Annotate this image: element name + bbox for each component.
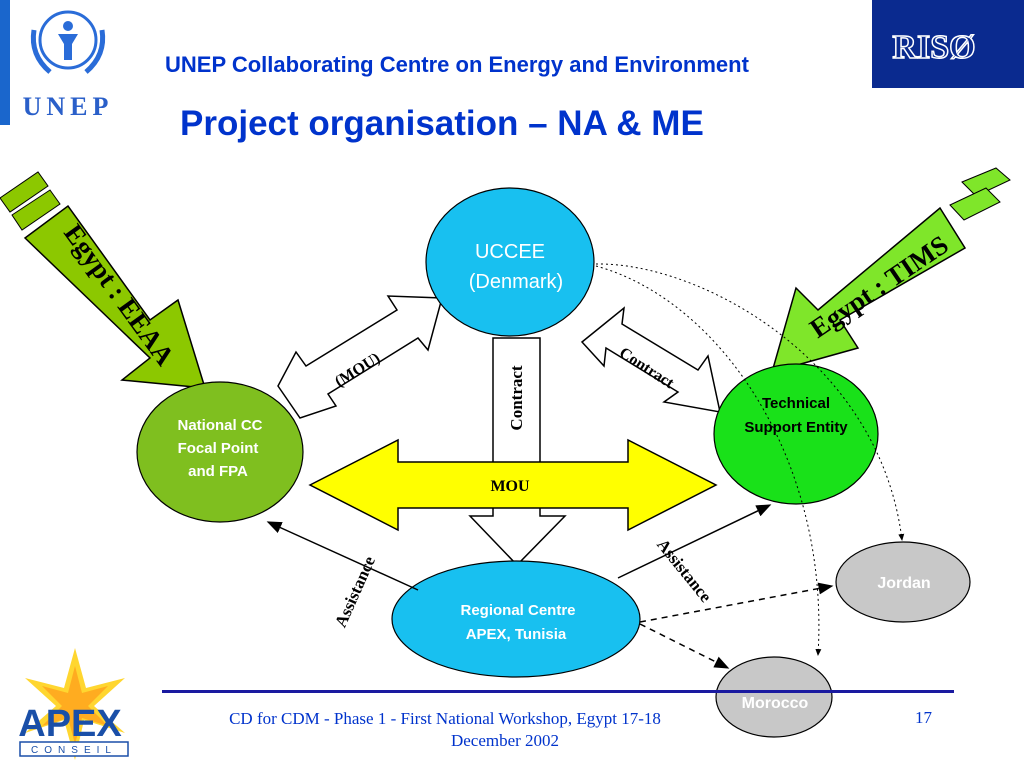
contract-down-arrow: Contract <box>468 337 567 567</box>
jordan-node: Jordan <box>835 541 971 623</box>
uccee-label-line1: UCCEE <box>475 241 545 263</box>
slide-title: Project organisation – NA & ME <box>180 104 704 143</box>
regional-centre-node: Regional Centre APEX, Tunisia <box>391 560 641 678</box>
assistance-left-label: Assistance <box>331 553 379 630</box>
regional-label-line1: Regional Centre <box>460 602 575 619</box>
morocco-label: Morocco <box>742 695 809 712</box>
contract-double-arrow-right: Contract <box>580 306 721 413</box>
riso-logo-text: RISØ <box>892 29 975 66</box>
unep-logo: UNEP <box>0 0 140 125</box>
mou-center-label: MOU <box>490 478 530 495</box>
national-label-line3: and FPA <box>188 463 248 480</box>
dashed-arrow-to-morocco <box>639 623 730 669</box>
tims-label: Egypt : TIMS <box>804 229 953 343</box>
dashed-arrow-to-jordan <box>639 582 834 623</box>
jordan-label: Jordan <box>877 575 930 592</box>
uccee-label-line2: (Denmark) <box>469 271 563 293</box>
apex-logo: APEX CONSEIL <box>0 648 150 768</box>
technical-label-line2: Support Entity <box>744 419 848 436</box>
header-title: UNEP Collaborating Centre on Energy and … <box>165 52 749 77</box>
apex-logo-subtext: CONSEIL <box>31 745 117 756</box>
contract-center-label: Contract <box>507 365 526 430</box>
riso-logo: RISØ <box>872 0 1024 88</box>
page-number: 17 <box>915 708 932 727</box>
dotted-arrow-uccee-to-morocco <box>595 265 822 656</box>
eeaa-label: Egypt : EEAA <box>58 219 180 372</box>
footer-text: CD for CDM - Phase 1 - First National Wo… <box>175 708 715 752</box>
morocco-node: Morocco <box>715 656 833 738</box>
national-label-line2: Focal Point <box>178 440 259 457</box>
national-label-line1: National CC <box>177 417 262 434</box>
technical-support-node: Technical Support Entity <box>713 363 879 505</box>
eeaa-arrow: Egypt : EEAA <box>0 171 207 389</box>
apex-logo-text: APEX <box>18 703 122 745</box>
uccee-node: UCCEE (Denmark) <box>425 187 595 337</box>
national-cc-node: National CC Focal Point and FPA <box>136 381 304 523</box>
footer-line1: CD for CDM - Phase 1 - First National Wo… <box>229 709 661 728</box>
tims-arrow: Egypt : TIMS <box>770 167 1011 374</box>
footer-line2: December 2002 <box>450 731 560 750</box>
mou-double-arrow-left: (MOU) <box>277 295 443 419</box>
regional-label-line2: APEX, Tunisia <box>466 626 567 643</box>
mou-yellow-arrow: MOU <box>308 438 718 532</box>
unep-logo-text: UNEP <box>23 92 114 121</box>
technical-label-line1: Technical <box>762 395 830 412</box>
footer-divider <box>162 690 954 693</box>
